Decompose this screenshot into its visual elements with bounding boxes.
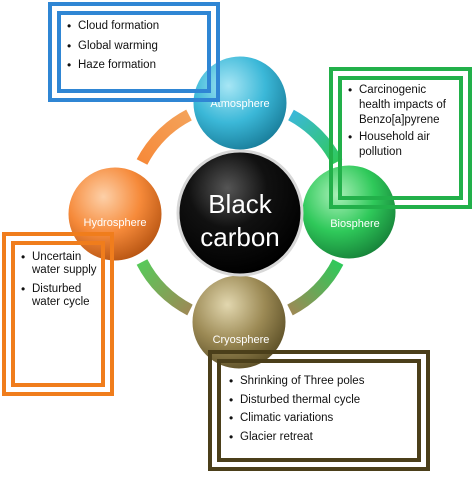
list-item: Disturbed water cycle: [21, 283, 97, 309]
atmosphere-effects-list: Cloud formation Global warming Haze form…: [67, 19, 201, 73]
ring-arc-atmosphere-biosphere: [288, 109, 343, 165]
hydrosphere-effects-list: Uncertain water supply Disturbed water c…: [21, 251, 97, 309]
cryosphere-effects-box: Shrinking of Three poles Disturbed therm…: [208, 350, 430, 471]
center-black-carbon: Black carbon: [176, 149, 304, 277]
list-item: Climatic variations: [229, 411, 411, 426]
hydrosphere-effects-box: Uncertain water supply Disturbed water c…: [2, 232, 114, 396]
list-item: Glacier retreat: [229, 430, 411, 445]
center-label-line2: carbon: [200, 222, 280, 252]
biosphere-effects-list: Carcinogenic health impacts of Benzo[a]p…: [348, 83, 455, 160]
list-item: Shrinking of Three poles: [229, 374, 411, 389]
list-item: Disturbed thermal cycle: [229, 393, 411, 408]
list-item: Global warming: [67, 39, 201, 54]
node-biosphere-label: Biosphere: [330, 218, 380, 230]
node-atmosphere-label: Atmosphere: [210, 98, 269, 110]
list-item: Household air pollution: [348, 130, 455, 160]
node-hydrosphere: Hydrosphere: [65, 164, 165, 264]
node-hydrosphere-label: Hydrosphere: [84, 217, 147, 229]
cryosphere-effects-inner: Shrinking of Three poles Disturbed therm…: [217, 359, 421, 462]
hydrosphere-effects-inner: Uncertain water supply Disturbed water c…: [11, 241, 105, 387]
node-biosphere: Biosphere: [299, 162, 399, 262]
list-item: Carcinogenic health impacts of Benzo[a]p…: [348, 83, 455, 128]
cryosphere-effects-list: Shrinking of Three poles Disturbed therm…: [229, 374, 411, 444]
atmosphere-effects-inner: Cloud formation Global warming Haze form…: [57, 11, 211, 93]
node-cryosphere-label: Cryosphere: [213, 334, 270, 346]
biosphere-effects-inner: Carcinogenic health impacts of Benzo[a]p…: [338, 76, 463, 200]
list-item: Haze formation: [67, 58, 201, 73]
atmosphere-effects-box: Cloud formation Global warming Haze form…: [48, 2, 220, 102]
list-item: Uncertain water supply: [21, 251, 97, 277]
node-cryosphere: Cryosphere: [189, 272, 289, 372]
ring-arc-hydrosphere-atmosphere: [136, 109, 192, 165]
ring-arc-biosphere-cryosphere: [287, 259, 344, 316]
center-label-line1: Black: [208, 189, 273, 219]
biosphere-effects-box: Carcinogenic health impacts of Benzo[a]p…: [329, 67, 472, 209]
list-item: Cloud formation: [67, 19, 201, 34]
ring-arc-cryosphere-hydrosphere: [136, 259, 193, 316]
